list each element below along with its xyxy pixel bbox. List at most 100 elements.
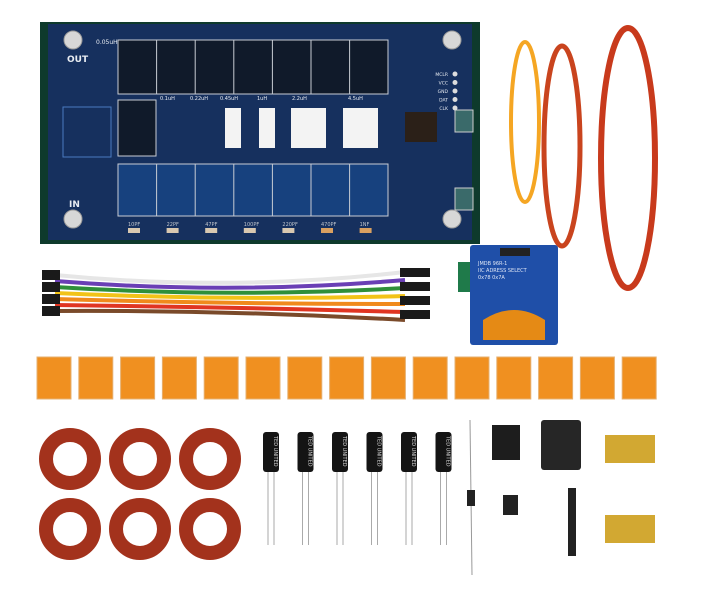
oled-header [500,248,530,256]
capacitor-row: TED UNITED TED UNITED TED UNITED TED UNITED… [263,432,452,545]
relay-row [36,356,657,400]
capacitor-brand: TED UNITED [410,435,416,467]
sma-connector [605,515,655,543]
ferrite-bead [541,420,581,470]
header-pin [452,97,458,102]
relay [579,356,615,400]
sma-connector [605,435,655,463]
header-pin-label: GND [438,89,449,95]
wire-coils [509,25,658,291]
inductor-label: 4.5uH [348,96,363,102]
electrolytic-capacitor [297,432,314,472]
inductor-label: 0.22uH [190,96,208,102]
ribbon-wire [54,303,406,314]
dupont-connector [42,294,60,304]
ribbon-cable [42,268,430,322]
smd-capacitor [128,228,140,233]
module-outline [62,106,112,158]
misc-parts [467,419,655,576]
oled-flex [483,310,545,340]
inductor-window [343,108,378,148]
in-label: IN [69,200,80,210]
relay [329,356,365,400]
mount-hole [442,30,462,50]
terminal-block [454,109,474,133]
toroid-core [179,498,241,560]
smd-capacitor [205,228,218,233]
dupont-connector [42,306,60,316]
toroid-core [39,428,101,490]
inductor-label: 2.2uH [292,96,307,102]
inductor-window [291,108,326,148]
inductor-label: 0.45uH [220,96,238,102]
capacitor-label: 22PF [167,222,179,228]
bottom-relay-footprints [117,163,389,217]
ribbon-wire [54,291,406,300]
header-pin [452,88,458,94]
relay [245,356,281,400]
toroid-core [109,428,171,490]
diode [467,490,475,506]
capacitor-brand: TED UNITED [307,435,313,467]
capacitor-label: 1NF [360,222,370,228]
relay [370,356,406,400]
mid-relay-footprint [117,99,157,157]
inductor-window [225,108,241,148]
header-pin-label: VCC [439,81,448,87]
ribbon-wire [54,285,406,295]
header-pin-label: CLK [439,106,449,112]
header-pin [452,80,458,85]
yellow-wire-coil [509,40,541,204]
toroid-core [109,498,171,560]
capacitor-label: 47PF [205,222,217,228]
top-relay-footprints [117,39,389,95]
capacitor-brand: TED UNITED [376,435,382,467]
capacitor-brand: TED UNITED [272,435,278,467]
capacitor-label: 100PF [244,222,260,228]
capacitor-brand: TED UNITED [341,435,347,467]
red-wire-coil-large [598,25,658,291]
capacitor-brand: TED UNITED [445,435,451,467]
ribbon-wire [54,297,406,306]
dupont-connector [42,282,60,292]
header-pin [452,71,458,77]
capacitor-label: 220PF [282,222,298,228]
smd-capacitor [282,228,295,233]
out-label: OUT [67,55,89,65]
toroid-core [179,428,241,490]
relay [621,356,657,400]
oled-module: JMDB 96R-1 IIC ADRESS SELECT 0x78 0x7A [458,245,558,345]
header-pin-label: MCLR [435,72,448,78]
smd-capacitor [321,228,333,233]
electrolytic-capacitor [263,432,279,472]
oled-silk-3: 0x78 0x7A [478,275,505,281]
header-pin-label: DAT [439,98,448,104]
smd-capacitor [166,228,179,233]
mount-hole [442,209,462,229]
toroid-core [39,498,101,560]
relay [36,356,72,400]
pin-header [568,488,576,556]
mount-hole [63,30,83,50]
relay [538,356,574,400]
capacitor-label: 10PF [128,222,140,228]
ribbon-wire [54,270,406,285]
smd-capacitor [243,228,256,233]
relay [161,356,197,400]
relay [454,356,490,400]
header-pin [452,105,458,111]
red-wire-coil-small [541,43,583,249]
smd-capacitor [359,228,372,233]
relay [287,356,323,400]
transistor [503,495,518,515]
electrolytic-capacitor [366,432,383,472]
ribbon-wire [54,308,406,322]
relay [78,356,114,400]
inductor-window [259,108,275,148]
dupont-connector [400,310,430,319]
relay [496,356,532,400]
electrolytic-capacitor [435,432,452,472]
dupont-connector [42,270,60,280]
